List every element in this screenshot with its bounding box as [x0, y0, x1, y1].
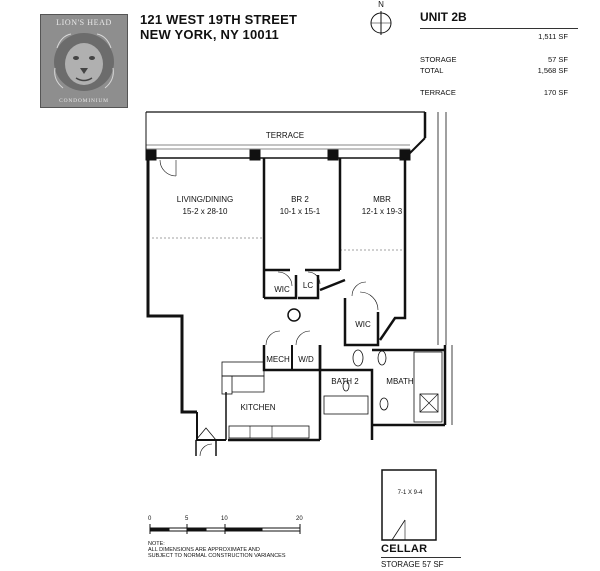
logo-title: LION'S HEAD	[56, 18, 112, 27]
total-sf: 1,568 SF	[537, 66, 568, 75]
bath2-label: BATH 2	[331, 377, 359, 386]
wic-label-2: WIC	[355, 320, 371, 329]
wd-label: W/D	[298, 355, 314, 364]
logo-subtitle: CONDOMINIUM	[59, 98, 109, 104]
terrace-room-label: TERRACE	[265, 131, 305, 140]
br2-dims: 10-1 x 15-1	[279, 207, 321, 216]
terrace-label: TERRACE	[420, 88, 456, 97]
disclaimer-note: NOTE: ALL DIMENSIONS ARE APPROXIMATE AND…	[148, 541, 348, 559]
total-label: TOTAL	[420, 66, 444, 75]
storage-label: STORAGE	[420, 55, 457, 64]
address-line-1: 121 WEST 19TH STREET	[140, 12, 298, 27]
compass-north-label: N	[378, 0, 384, 9]
note-line-3: SUBJECT TO NORMAL CONSTRUCTION VARIANCES	[148, 553, 286, 559]
lc-label: LC	[302, 281, 314, 290]
unit-divider	[420, 28, 578, 29]
living-room-name: LIVING/DINING	[176, 195, 234, 204]
unit-title: UNIT 2B	[420, 10, 467, 24]
mbath-label: MBATH	[386, 377, 414, 386]
cellar-storage: STORAGE 57 SF	[381, 560, 444, 569]
condominium-logo: LION'S HEAD CONDOMINIUM	[40, 14, 128, 108]
note-line-2: ALL DIMENSIONS ARE APPROXIMATE AND	[148, 547, 260, 553]
scale-tick-20: 20	[296, 516, 303, 522]
interior-sf: 1,511 SF	[538, 32, 568, 41]
br2-name: BR 2	[291, 195, 309, 204]
living-room-dims: 15-2 x 28-10	[182, 207, 228, 216]
cellar-dims: 7-1 X 9-4	[397, 490, 423, 496]
scale-tick-5: 5	[185, 516, 189, 522]
cellar-title: CELLAR	[381, 543, 428, 555]
mbr-name: MBR	[373, 195, 391, 204]
terrace-sf: 170 SF	[543, 88, 568, 97]
mbr-dims: 12-1 x 19-3	[361, 207, 403, 216]
scale-tick-0: 0	[148, 516, 152, 522]
storage-sf: 57 SF	[547, 55, 568, 64]
compass-icon	[370, 11, 392, 35]
address-line-2: NEW YORK, NY 10011	[140, 27, 279, 42]
mech-label: MECH	[266, 355, 290, 364]
lion-head-icon	[54, 33, 114, 91]
scale-tick-10: 10	[221, 516, 228, 522]
wic-label-1: WIC	[274, 285, 290, 294]
kitchen-label: KITCHEN	[240, 403, 276, 412]
cellar-divider	[381, 557, 461, 558]
note-line-1: NOTE:	[148, 541, 165, 547]
